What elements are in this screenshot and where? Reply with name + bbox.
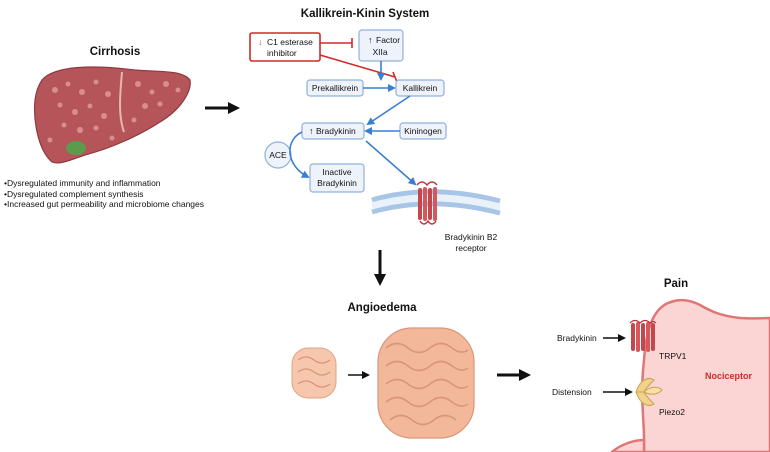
receptor-label-line1: Bradykinin B2 [445,232,498,242]
pain-title: Pain [664,278,688,290]
distension-label: Distension [552,387,592,397]
factor-label-line1: Factor [376,35,400,45]
receptor-label-line2: receptor [455,243,486,253]
bullet-item: Dysregulated complement synthesis [4,189,204,200]
bradykinin-up-arrow: ↑ [309,126,314,136]
c1-down-arrow: ↓ [258,37,262,47]
factor-xiia-box: ↑ Factor XIIa [358,29,404,62]
piezo2-channel-icon [635,378,663,406]
kallikrein-label: Kallikrein [403,83,438,93]
c1-inhibitor-box: ↓ C1 esterase inhibitor [249,32,321,62]
c1-label-line2: inhibitor [267,48,297,58]
cirrhosis-bullet-list: Dysregulated immunity and inflammation D… [4,178,204,210]
pain-bradykinin-label: Bradykinin [557,333,597,343]
inactive-bradykinin-box: Inactive Bradykinin [309,163,365,193]
trpv1-channel-icon [629,319,657,352]
prekallikrein-label: Prekallikrein [312,83,359,93]
kks-title: Kallikrein-Kinin System [301,8,429,20]
c1-label-line1: C1 esterase [267,37,313,47]
trpv1-label: TRPV1 [659,351,687,361]
kininogen-label: Kininogen [404,126,442,136]
factor-label-line2: XIIa [372,47,387,57]
angioedema-title: Angioedema [347,302,417,314]
bradykinin-label: Bradykinin [316,126,356,136]
arrow-bradykinin-inactive [289,131,310,178]
bullet-item: Dysregulated immunity and inflammation [4,178,204,189]
ace-circle: ACE [264,141,292,169]
factor-up-arrow: ↑ [368,35,373,45]
bullet-item: Increased gut permeability and microbiom… [4,199,204,210]
cirrhosis-title: Cirrhosis [90,46,141,58]
nociceptor-neuron [640,298,770,452]
swollen-intestine-icon [377,327,475,439]
bradykinin-b2-receptor-icon [416,181,438,225]
piezo2-label: Piezo2 [659,407,685,417]
ace-label: ACE [269,150,287,160]
nociceptor-label: Nociceptor [705,371,753,381]
bradykinin-box: ↑ Bradykinin [301,122,365,140]
arrow-kallikrein-bradykinin [366,95,411,126]
kininogen-box: Kininogen [399,122,447,140]
nociceptor-axon-end [610,438,646,452]
cirrhotic-liver-icon [33,66,191,164]
prekallikrein-box: Prekallikrein [306,79,364,97]
normal-intestine-icon [291,347,337,399]
inactive-label-line1: Inactive [322,167,352,177]
kallikrein-box: Kallikrein [395,79,445,97]
arrow-bradykinin-receptor [365,140,417,186]
inactive-label-line2: Bradykinin [317,178,357,188]
